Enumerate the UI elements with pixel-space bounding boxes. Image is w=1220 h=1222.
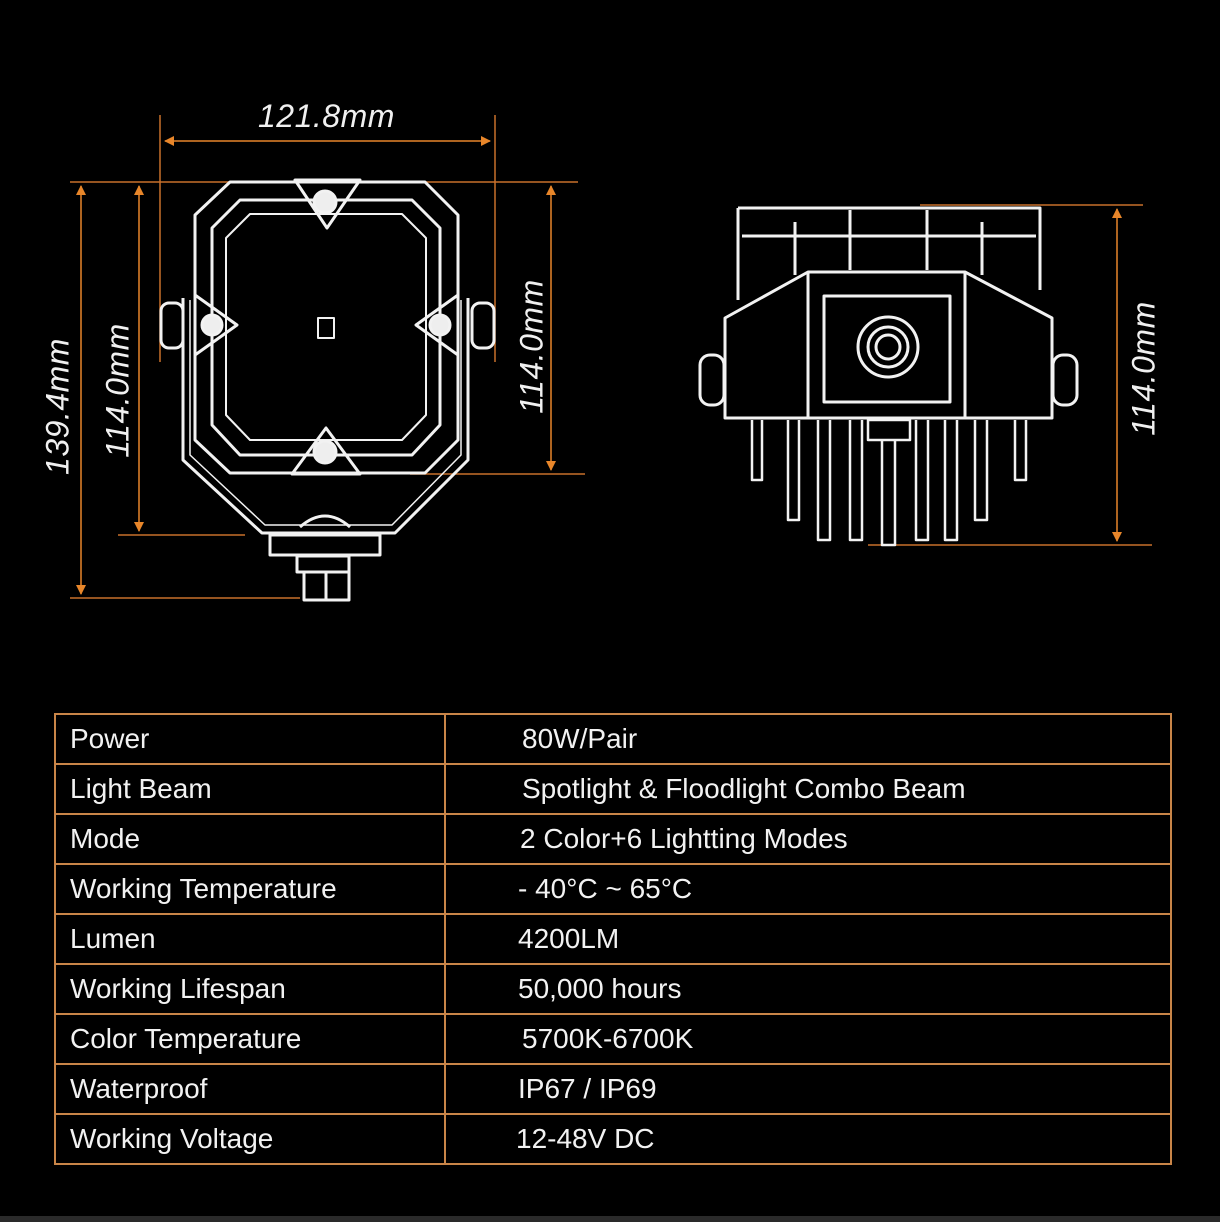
spec-label: Mode <box>54 813 446 865</box>
spec-label: Power <box>54 713 446 765</box>
table-row: Working Temperature - 40°C ~ 65°C <box>54 863 1172 915</box>
table-row: Light Beam Spotlight & Floodlight Combo … <box>54 763 1172 815</box>
spec-value: 80W/Pair <box>444 713 1172 765</box>
table-row: Color Temperature 5700K-6700K <box>54 1013 1172 1065</box>
spec-label: Light Beam <box>54 763 446 815</box>
body-height-dimension-label: 114.0mm <box>99 323 136 458</box>
spec-value: 2 Color+6 Lightting Modes <box>444 813 1172 865</box>
spec-value: 4200LM <box>444 913 1172 965</box>
table-row: Working Lifespan 50,000 hours <box>54 963 1172 1015</box>
spec-value: IP67 / IP69 <box>444 1063 1172 1115</box>
table-row: Lumen 4200LM <box>54 913 1172 965</box>
table-row: Working Voltage 12-48V DC <box>54 1113 1172 1165</box>
bottom-strip <box>0 1216 1220 1222</box>
table-row: Mode 2 Color+6 Lightting Modes <box>54 813 1172 865</box>
spec-label: Lumen <box>54 913 446 965</box>
front-view-light-outline <box>159 178 496 602</box>
specifications-table: Power 80W/Pair Light Beam Spotlight & Fl… <box>54 713 1172 1165</box>
spec-value: 5700K-6700K <box>444 1013 1172 1065</box>
side-view-light-outline <box>698 206 1079 547</box>
dimension-diagram: 121.8mm 139.4mm 114.0mm 114.0mm 114.0mm <box>39 98 1162 602</box>
front-view-dimensions <box>70 115 585 599</box>
spec-label: Working Lifespan <box>54 963 446 1015</box>
spec-label: Working Temperature <box>54 863 446 915</box>
light-drawings <box>70 115 1152 602</box>
table-row: Power 80W/Pair <box>54 713 1172 765</box>
spec-value: 50,000 hours <box>444 963 1172 1015</box>
spec-value: - 40°C ~ 65°C <box>444 863 1172 915</box>
total-height-dimension-label: 139.4mm <box>39 338 76 475</box>
side-view-dimensions <box>868 204 1152 546</box>
housing-height-dimension-label: 114.0mm <box>513 279 550 414</box>
spec-label: Waterproof <box>54 1063 446 1115</box>
width-dimension-label: 121.8mm <box>258 98 395 134</box>
side-height-dimension-label: 114.0mm <box>1125 301 1162 436</box>
spec-label: Color Temperature <box>54 1013 446 1065</box>
table-row: Waterproof IP67 / IP69 <box>54 1063 1172 1115</box>
spec-value: Spotlight & Floodlight Combo Beam <box>444 763 1172 815</box>
spec-label: Working Voltage <box>54 1113 446 1165</box>
spec-value: 12-48V DC <box>444 1113 1172 1165</box>
